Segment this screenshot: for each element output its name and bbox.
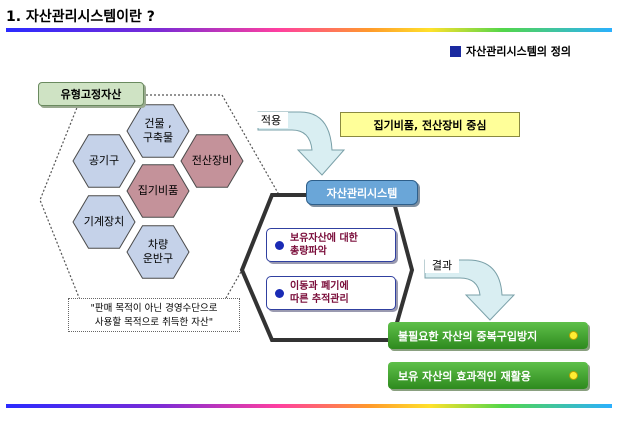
bullet-line-2: 따른 추적관리 — [290, 294, 349, 305]
bottom-divider — [6, 404, 612, 408]
bullet-line-1: 보유자산에 대한 — [290, 233, 358, 244]
result-text: 보유 자산의 효과적인 재활용 — [398, 369, 531, 383]
bullet-line-2: 총량파악 — [290, 246, 327, 257]
hexagon-label-line: 구축물 — [142, 131, 174, 144]
yellow-dot-icon — [569, 371, 578, 380]
result-bar-reuse: 보유 자산의 효과적인 재활용 — [388, 362, 588, 389]
hexagon-computer — [180, 134, 244, 188]
bullet-line-1: 이동과 폐기에 — [290, 281, 349, 292]
hexagon-label-line: 차량 — [147, 238, 169, 251]
section-title: 자산관리시스템의 정의 — [450, 43, 571, 59]
hexagon-label-line: 집기비품 — [137, 184, 179, 197]
result-text: 불필요한 자산의 중복구입방지 — [398, 329, 538, 343]
hexagon-label-line: 공기구 — [88, 154, 120, 167]
hexagon-label-computer: 전산장비 — [182, 154, 242, 168]
hexagon-label-line: 전산장비 — [191, 154, 233, 167]
result-bar-prevent-duplicate: 불필요한 자산의 중복구입방지 — [388, 322, 588, 349]
asset-category-tag: 유형고정자산 — [38, 82, 144, 106]
bullet-dot-icon — [275, 288, 284, 298]
system-hexagon-frame — [239, 193, 415, 342]
hexagon-tools — [72, 134, 136, 188]
hexagon-fixtures — [126, 164, 190, 218]
yellow-dot-icon — [569, 331, 578, 340]
definition-note: "판매 목적이 아닌 경영수단으로 사용할 목적으로 취득한 자산" — [68, 298, 240, 332]
top-divider — [6, 28, 612, 32]
hexagon-label-machinery: 기계장치 — [74, 215, 134, 229]
hexagon-label-building: 건물 ,구축물 — [128, 117, 188, 145]
note-line-1: "판매 목적이 아닌 경영수단으로 — [90, 303, 218, 314]
bullet-text: 보유자산에 대한 총량파악 — [290, 232, 358, 258]
hexagon-building — [126, 104, 190, 158]
result-arrow — [424, 259, 516, 321]
result-label: 결과 — [425, 257, 459, 273]
system-tag: 자산관리시스템 — [306, 180, 418, 205]
hexagon-label-tools: 공기구 — [74, 154, 134, 168]
hexagon-label-line: 기계장치 — [83, 215, 125, 228]
apply-label: 적용 — [254, 112, 288, 128]
hexagon-vehicle — [126, 225, 190, 279]
bullet-dot-icon — [275, 240, 284, 250]
bullet-text: 이동과 폐기에 따른 추적관리 — [290, 280, 349, 306]
bullet-box-inventory: 보유자산에 대한 총량파악 — [266, 228, 396, 262]
hexagon-label-line: 건물 , — [144, 117, 172, 130]
hexagon-label-fixtures: 집기비품 — [128, 184, 188, 198]
hexagon-machinery — [72, 195, 136, 249]
square-bullet-icon — [450, 45, 461, 57]
hexagon-label-line: 운반구 — [142, 252, 174, 265]
note-line-2: 사용할 목적으로 취득한 자산" — [94, 317, 214, 328]
section-title-text: 자산관리시스템의 정의 — [466, 45, 572, 58]
page-title: 1. 자산관리시스템이란 ? — [6, 9, 155, 25]
bullet-box-tracking: 이동과 폐기에 따른 추적관리 — [266, 276, 396, 310]
asset-hexagon-group — [72, 104, 244, 279]
focus-tag: 집기비품, 전산장비 중심 — [340, 112, 520, 137]
